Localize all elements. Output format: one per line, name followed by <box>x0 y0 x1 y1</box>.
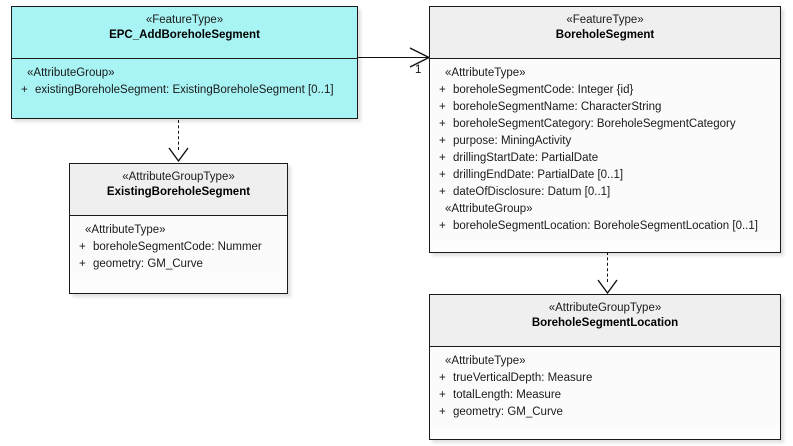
attribute-signature: boreholeSegmentName: CharacterString <box>453 101 662 113</box>
dependency-arrowhead-open-down-left <box>168 147 189 163</box>
attribute-visibility: + <box>439 186 446 198</box>
class-title: BoreholeSegmentLocation <box>531 317 679 329</box>
attribute-visibility: + <box>439 169 446 181</box>
attribute-row[interactable]: + geometry: GM_Curve <box>74 256 283 273</box>
attribute-row[interactable]: + geometry: GM_Curve <box>434 404 776 421</box>
attribute-visibility: + <box>439 389 446 401</box>
attribute-signature: boreholeSegmentLocation: BoreholeSegment… <box>453 220 758 232</box>
association-line-epc-to-boreholesegment[interactable] <box>358 57 428 58</box>
class-header-existing-borehole-segment: «AttributeGroupType» ExistingBoreholeSeg… <box>70 164 287 216</box>
class-title: EPC_AddBoreholeSegment <box>109 29 260 41</box>
dependency-arrowhead-open-down-right <box>597 279 618 295</box>
attribute-visibility: + <box>439 220 446 232</box>
attribute-visibility: + <box>21 84 28 96</box>
attribute-signature: purpose: MiningActivity <box>453 135 572 147</box>
attribute-group-label: «AttributeGroup» <box>27 67 115 79</box>
attribute-type-label: «AttributeType» <box>445 67 526 79</box>
attribute-signature: boreholeSegmentCode: Nummer <box>93 241 262 253</box>
class-body-borehole-segment-location: «AttributeType» + trueVerticalDepth: Mea… <box>430 347 780 427</box>
attribute-visibility: + <box>439 406 446 418</box>
attribute-row[interactable]: + boreholeSegmentName: CharacterString <box>434 99 776 116</box>
uml-class-epc-add-borehole-segment[interactable]: «FeatureType» EPC_AddBoreholeSegment «At… <box>11 6 358 119</box>
attribute-signature: drillingStartDate: PartialDate <box>453 152 599 164</box>
attribute-visibility: + <box>439 118 446 130</box>
attribute-row[interactable]: + boreholeSegmentCode: Integer {id} <box>434 82 776 99</box>
attribute-signature: boreholeSegmentCategory: BoreholeSegment… <box>453 118 736 130</box>
class-title: BoreholeSegment <box>555 29 655 41</box>
attribute-signature: geometry: GM_Curve <box>453 406 563 418</box>
uml-class-borehole-segment-location[interactable]: «AttributeGroupType» BoreholeSegmentLoca… <box>429 294 781 440</box>
attribute-group-label: «AttributeGroup» <box>445 203 533 215</box>
attribute-signature: geometry: GM_Curve <box>93 258 203 270</box>
class-header-borehole-segment-location: «AttributeGroupType» BoreholeSegmentLoca… <box>430 295 780 347</box>
attribute-row[interactable]: + trueVerticalDepth: Measure <box>434 370 776 387</box>
attribute-signature: totalLength: Measure <box>453 389 562 401</box>
attribute-row[interactable]: + existingBoreholeSegment: ExistingBoreh… <box>16 82 353 99</box>
attribute-visibility: + <box>439 372 446 384</box>
class-header-borehole-segment: «FeatureType» BoreholeSegment <box>430 7 780 59</box>
attribute-signature: existingBoreholeSegment: ExistingBorehol… <box>35 84 334 96</box>
uml-class-borehole-segment[interactable]: «FeatureType» BoreholeSegment «Attribute… <box>429 6 781 253</box>
class-body-existing-borehole-segment: «AttributeType» + boreholeSegmentCode: N… <box>70 216 287 279</box>
dependency-line-boreholesegment-to-location[interactable] <box>607 252 608 282</box>
attribute-visibility: + <box>79 241 86 253</box>
attribute-row[interactable]: + drillingStartDate: PartialDate <box>434 150 776 167</box>
attribute-row[interactable]: + dateOfDisclosure: Datum [0..1] <box>434 184 776 201</box>
class-stereotype: «FeatureType» <box>145 14 224 26</box>
attribute-visibility: + <box>439 101 446 113</box>
class-header-epc-add-borehole-segment: «FeatureType» EPC_AddBoreholeSegment <box>12 7 357 59</box>
attribute-row[interactable]: + drillingEndDate: PartialDate [0..1] <box>434 167 776 184</box>
attribute-signature: drillingEndDate: PartialDate [0..1] <box>453 169 624 181</box>
class-title: ExistingBoreholeSegment <box>106 186 251 198</box>
attribute-row[interactable]: + boreholeSegmentCategory: BoreholeSegme… <box>434 116 776 133</box>
attribute-visibility: + <box>79 258 86 270</box>
attribute-signature: trueVerticalDepth: Measure <box>453 372 593 384</box>
attribute-visibility: + <box>439 152 446 164</box>
class-body-borehole-segment: «AttributeType» + boreholeSegmentCode: I… <box>430 59 780 241</box>
attribute-visibility: + <box>439 135 446 147</box>
uml-class-existing-borehole-segment[interactable]: «AttributeGroupType» ExistingBoreholeSeg… <box>69 163 288 294</box>
attribute-signature: dateOfDisclosure: Datum [0..1] <box>453 186 611 198</box>
attribute-signature: boreholeSegmentCode: Integer {id} <box>453 84 634 96</box>
class-stereotype: «AttributeGroupType» <box>548 302 662 314</box>
class-stereotype: «FeatureType» <box>566 14 644 26</box>
attribute-row[interactable]: + boreholeSegmentCode: Nummer <box>74 239 283 256</box>
attribute-row[interactable]: + boreholeSegmentLocation: BoreholeSegme… <box>434 218 776 235</box>
attribute-type-label: «AttributeType» <box>85 224 166 236</box>
attribute-visibility: + <box>439 84 446 96</box>
attribute-type-label: «AttributeType» <box>445 355 526 367</box>
class-body-epc-add-borehole-segment: «AttributeGroup» + existingBoreholeSegme… <box>12 59 357 105</box>
attribute-row[interactable]: + totalLength: Measure <box>434 387 776 404</box>
class-stereotype: «AttributeGroupType» <box>122 171 235 183</box>
association-multiplicity-target: 1 <box>415 64 422 76</box>
dependency-line-epc-to-existing[interactable] <box>178 120 179 150</box>
attribute-row[interactable]: + purpose: MiningActivity <box>434 133 776 150</box>
